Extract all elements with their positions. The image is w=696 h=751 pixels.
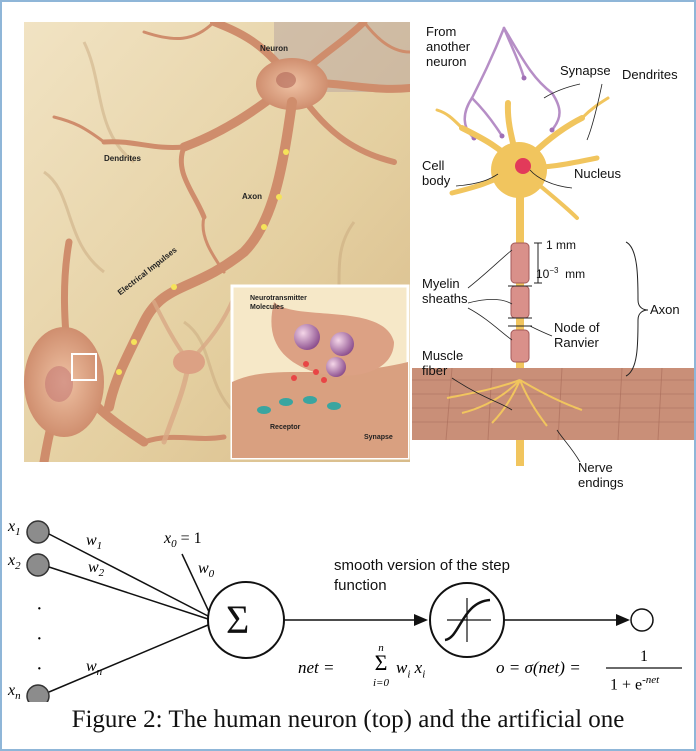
- label-cell-body: Cell body: [422, 158, 450, 188]
- label-node-of-ranvier: Node of Ranvier: [554, 320, 600, 350]
- w0-index: 0: [209, 568, 215, 580]
- label-dendrites: Dendrites: [104, 154, 141, 163]
- label-from-another-neuron: From another neuron: [426, 24, 470, 69]
- w1-symbol: w: [86, 532, 97, 549]
- neuron-anatomy-drawing: [412, 18, 694, 496]
- wn-index: n: [97, 666, 103, 678]
- label-w2: w2: [88, 559, 104, 579]
- label-axon: Axon: [650, 302, 680, 317]
- input-node-x2: [27, 554, 49, 576]
- fraction-numerator: 1: [606, 648, 682, 666]
- exponent-unit: mm: [565, 267, 585, 281]
- label-molecules: Molecules: [250, 303, 307, 312]
- input-node-xn: [27, 685, 49, 702]
- exponent-value: −3: [549, 266, 558, 275]
- label-ranvier: Ranvier: [554, 335, 600, 350]
- label-nerve: Nerve: [578, 460, 624, 475]
- label-x2: x2: [8, 552, 21, 572]
- biological-neuron-illustration: Neuron Dendrites Axon Electrical Impulse…: [24, 22, 410, 462]
- dot: ·: [36, 624, 43, 654]
- label-w1: w1: [86, 532, 102, 552]
- label-node-of: Node of: [554, 320, 600, 335]
- input-node-x1: [27, 521, 49, 543]
- label-muscle: Muscle: [422, 348, 463, 363]
- ellipsis-dots: · · ·: [36, 594, 43, 684]
- label-nucleus: Nucleus: [574, 166, 621, 181]
- neuron-painting: [24, 22, 410, 462]
- label-another: another: [426, 39, 470, 54]
- perceptron-graph: [2, 502, 694, 702]
- label-myelin-sheaths: Myelin sheaths: [422, 276, 468, 306]
- x1-index: 1: [15, 526, 21, 538]
- w1-index: 1: [97, 540, 103, 552]
- dot: ·: [36, 654, 43, 684]
- sum-body: wi xi: [396, 658, 425, 680]
- label-ten-minus-3-mm: 10−3 mm: [536, 266, 585, 281]
- output-node: [631, 609, 653, 631]
- label-neurotransmitter-molecules: Neurotransmitter Molecules: [250, 294, 307, 312]
- xn-index: n: [15, 690, 21, 702]
- step-function-note: smooth version of the step function: [334, 556, 510, 596]
- label-wn: wn: [86, 658, 102, 678]
- output-lhs: o = σ(net) =: [496, 658, 581, 678]
- w0-symbol: w: [198, 560, 209, 577]
- label-endings: endings: [578, 475, 624, 490]
- sum-x: x: [410, 658, 422, 677]
- label-fiber: fiber: [422, 363, 463, 378]
- label-nerve-endings: Nerve endings: [578, 460, 624, 490]
- denominator-exponent: -net: [642, 674, 659, 686]
- dot: ·: [36, 594, 43, 624]
- label-one-mm: 1 mm: [546, 238, 576, 252]
- label-xn: xn: [8, 682, 21, 702]
- nucleus-dot: [515, 158, 531, 174]
- x0-value: = 1: [177, 530, 202, 547]
- label-x0: x0 = 1: [164, 530, 202, 550]
- sigma-symbol: Σ: [226, 596, 249, 643]
- figure-caption: Figure 2: The human neuron (top) and the…: [2, 706, 694, 734]
- fraction-denominator: 1 + e-net: [610, 674, 659, 694]
- label-neuron: neuron: [426, 54, 470, 69]
- label-cell: Cell: [422, 158, 450, 173]
- sum-symbol: Σ: [368, 650, 394, 676]
- label-x1: x1: [8, 518, 21, 538]
- neuron-anatomy-diagram: From another neuron Synapse Dendrites Ce…: [412, 18, 694, 496]
- step-note-line1: smooth version of the step: [334, 556, 510, 576]
- sum-w: w: [396, 658, 407, 677]
- net-lhs: net =: [298, 658, 335, 678]
- label-neuron: Neuron: [260, 44, 288, 53]
- w2-symbol: w: [88, 559, 99, 576]
- exponent-base: 10: [536, 267, 549, 281]
- sum-lower-limit: i=0: [368, 677, 394, 689]
- label-body: body: [422, 173, 450, 188]
- x2-index: 2: [15, 560, 21, 572]
- sum-x-index: i: [422, 668, 425, 680]
- label-axon: Axon: [242, 192, 262, 201]
- step-note-line2: function: [334, 576, 510, 596]
- wn-symbol: w: [86, 658, 97, 675]
- label-neurotransmitter: Neurotransmitter: [250, 294, 307, 303]
- label-dendrites: Dendrites: [622, 67, 678, 82]
- label-from: From: [426, 24, 470, 39]
- label-muscle-fiber: Muscle fiber: [422, 348, 463, 378]
- artificial-neuron-diagram: x1 x2 xn x0 = 1 w1 w2 wn w0 · · · Σ smoo…: [2, 502, 694, 702]
- label-synapse: Synapse: [560, 63, 611, 78]
- label-w0: w0: [198, 560, 214, 580]
- label-receptor: Receptor: [270, 424, 300, 431]
- label-sheaths: sheaths: [422, 291, 468, 306]
- w2-index: 2: [99, 567, 105, 579]
- denominator-base: 1 + e: [610, 676, 642, 693]
- label-synapse: Synapse: [364, 434, 393, 441]
- label-myelin: Myelin: [422, 276, 468, 291]
